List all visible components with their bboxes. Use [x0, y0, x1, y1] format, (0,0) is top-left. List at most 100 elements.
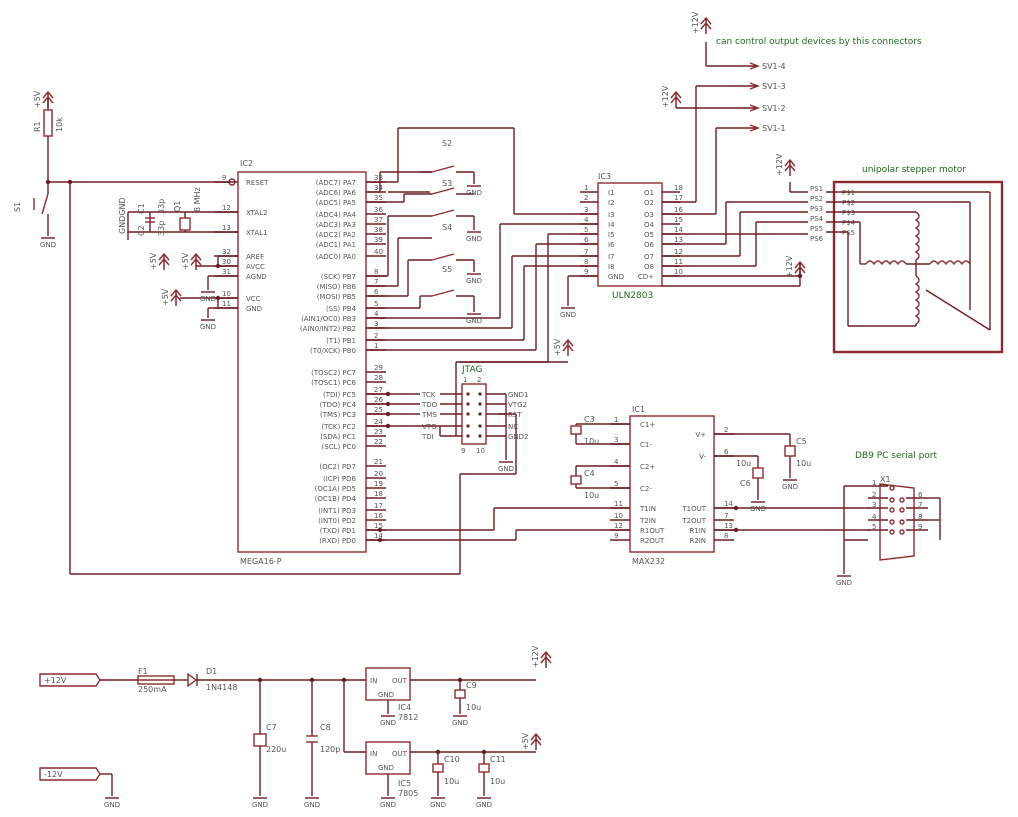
ic2-pin-label: (AIN1/OC0) PB3	[301, 315, 356, 323]
ground-label: GND	[380, 719, 396, 727]
c2-label: C2	[137, 225, 146, 236]
ic1-pin-label: R2IN	[689, 537, 706, 545]
ic1-pin-label: T2IN	[639, 517, 656, 525]
jtag-pin-label: VTG	[422, 423, 437, 431]
ic2-pin-label: (ADC1) PA1	[316, 241, 356, 249]
ic2-pin-number: 5	[374, 300, 378, 308]
ic2-pin-label: (MOSI) PB5	[317, 293, 356, 301]
ic1-pin-label: C1+	[640, 421, 655, 429]
switch-s5: S5	[431, 253, 475, 274]
ic2-pin-label: XTAL1	[246, 229, 268, 237]
ic1-pin-number: 3	[614, 436, 618, 444]
ic2-pin-label: (TOSC1) PC6	[311, 379, 356, 387]
ic2-pin-label: (T0/XCK) PB0	[310, 347, 356, 355]
ic3-pin-number: 6	[584, 236, 589, 244]
ic3-pin-label: O5	[644, 231, 654, 239]
ic2-pin-number: 34	[374, 184, 383, 192]
ic2-pin-number: 39	[374, 236, 383, 244]
ic2-mega16: IC2 MEGA16-P RESET9XTAL212XTAL113AREF32A…	[214, 159, 386, 566]
ground-label: GND	[782, 483, 798, 491]
ic3-name: IC3	[598, 172, 611, 181]
ic3-pin-label: O3	[644, 211, 654, 219]
power-arrow-icon: +12V	[775, 153, 796, 176]
motor-pin-label: PS5	[810, 225, 823, 233]
ic3-value: ULN2803	[612, 291, 653, 301]
ic2-pin-number: 30	[222, 258, 231, 266]
ic2-pin-number: 21	[374, 458, 383, 466]
ic2-pin-label: (ADC6) PA6	[316, 189, 357, 197]
db9-pin-number: 3	[872, 501, 876, 509]
ic3-pin-label: O8	[644, 263, 654, 271]
ic4-in: IN	[370, 677, 377, 685]
ic2-pin-label: VCC	[246, 295, 261, 303]
ic3-pin-label: I7	[608, 253, 615, 261]
ic3-pin-number: 3	[584, 206, 588, 214]
jtag-num-1: 1	[463, 376, 467, 384]
ground-icon: GND	[560, 307, 576, 319]
ic2-pin-label: (TXD) PD1	[320, 527, 356, 535]
ground-icon: GND	[380, 797, 396, 809]
power-label: +5V	[521, 732, 530, 750]
c4-label: C4	[584, 469, 595, 478]
d1-label: D1	[206, 667, 217, 676]
c4-value: 10u	[584, 491, 599, 500]
db9-pin-icon	[899, 529, 905, 535]
ic2-pin-label: (MISO) PB6	[317, 283, 357, 291]
c10-value: 10u	[444, 777, 459, 786]
ic2-pin-label: (INT1) PD3	[318, 507, 356, 515]
ic3-pin-label: I6	[608, 241, 615, 249]
ground-icon: GND	[750, 501, 766, 513]
ic1-max232: IC1 MAX232 C1+1C1-3C2+4C2-5T1IN11T2IN10R…	[610, 405, 734, 566]
ground-label: GND	[200, 295, 216, 303]
ground-label: GND	[498, 465, 514, 473]
jtag-pad	[466, 402, 470, 406]
ic3-pin-label: GND	[608, 273, 624, 281]
ic3-pin-label: CD+	[638, 273, 654, 281]
power-label: +5V	[161, 288, 170, 306]
ic4-label: IC4	[398, 703, 411, 712]
ground-label: GND	[430, 801, 446, 809]
ground-label: GND	[836, 579, 852, 587]
ic2-pin-label: (TOSC2) PC7	[311, 369, 356, 377]
ic4-gnd: GND	[378, 691, 394, 699]
input-plus12-label: +12V	[44, 676, 67, 685]
ground-label: GND	[466, 189, 482, 197]
ic2-pin-label: (TMS) PC3	[320, 411, 356, 419]
power-arrow-icon: +5V	[521, 732, 542, 750]
ic1-pin-number: 5	[614, 480, 618, 488]
ic2-pin-number: 12	[222, 204, 231, 212]
ground-label: GND	[452, 719, 468, 727]
reset-circuit: S1 R1 10k	[13, 98, 460, 575]
ic1-pin-label: T2OUT	[681, 517, 706, 525]
jtag-pad	[466, 412, 470, 416]
ic2-pin-number: 13	[222, 224, 231, 232]
ic1-pin-label: R1OUT	[640, 527, 665, 535]
db9-pin-number: 5	[872, 523, 876, 531]
ground-label: GND	[476, 801, 492, 809]
ic3-pin-label: I8	[608, 263, 615, 271]
ic2-pin-label: (TDI) PC5	[323, 391, 356, 399]
ic3-pin-label: O7	[644, 253, 654, 261]
ic2-pin-number: 16	[374, 512, 383, 520]
ic5-out: OUT	[392, 750, 408, 758]
db9-pin-number: 7	[918, 501, 922, 509]
switch-s2: S2	[388, 139, 475, 193]
ic3-pin-number: 10	[674, 268, 683, 276]
c6-label: C6	[740, 479, 751, 488]
r1-label: R1	[33, 121, 42, 132]
power-label: +12V	[785, 255, 794, 278]
ic1-pin-number: 6	[724, 448, 729, 456]
input-minus12-label: -12V	[44, 770, 63, 779]
jtag-num-2: 2	[477, 376, 481, 384]
sv-arrow-icon	[749, 104, 760, 112]
ic1-pin-label: V-	[699, 453, 706, 461]
ic2-pin-number: 32	[222, 248, 231, 256]
ground-icon: GND	[200, 291, 216, 303]
ic3-pin-label: I4	[608, 221, 615, 229]
ic3-pin-label: O1	[644, 189, 654, 197]
ground-icon: GND	[430, 797, 446, 809]
ic1-pin-label: T1OUT	[681, 505, 706, 513]
